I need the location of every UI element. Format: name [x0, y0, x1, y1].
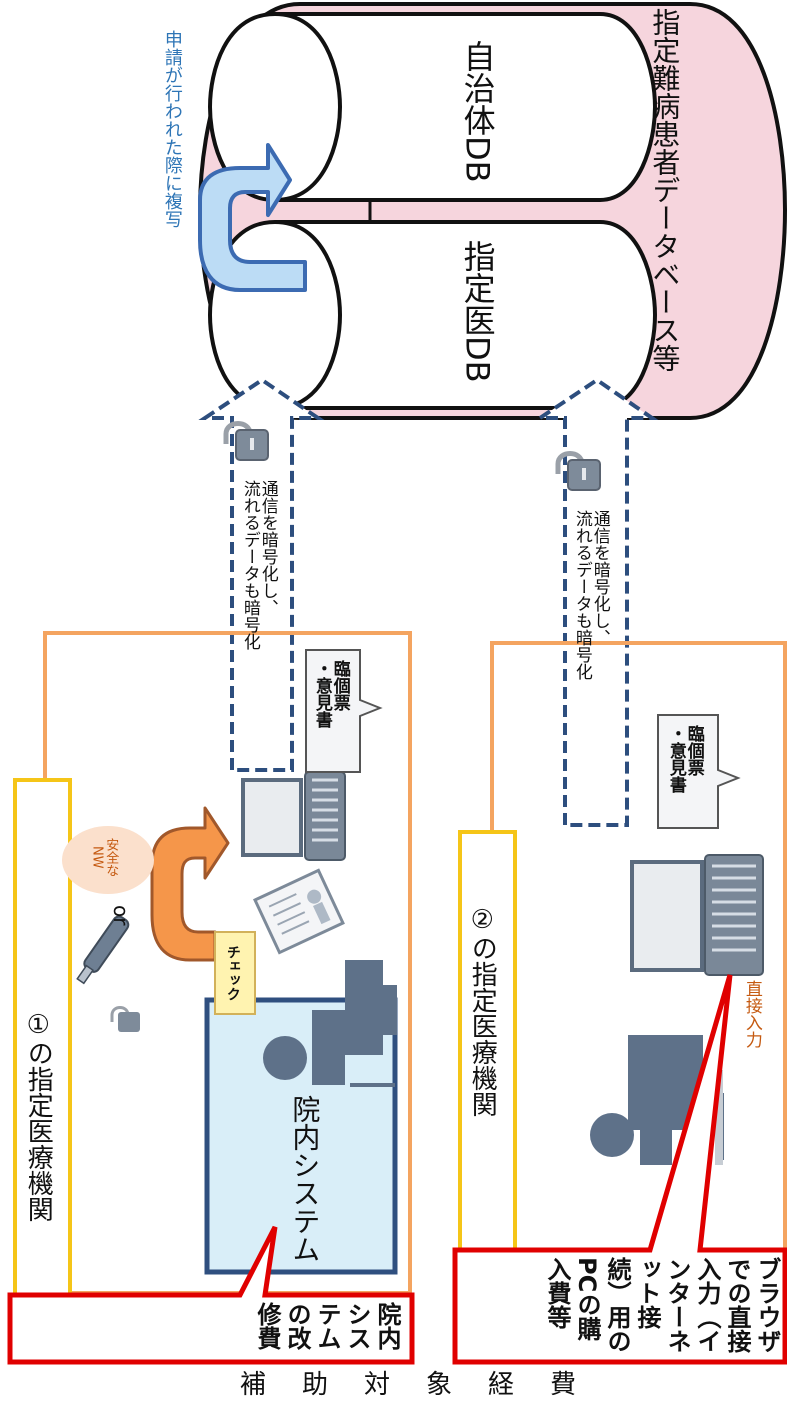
padlock-small-icon: [110, 1006, 140, 1032]
secure-network-cloud: [62, 826, 154, 894]
or-label: or: [109, 905, 133, 926]
secure-network-label: 安全な NW: [89, 838, 119, 877]
check-tag: [214, 931, 256, 1015]
clinic1-title: ①の指定医療機関: [23, 1010, 54, 1222]
document-clinic2-icon: [657, 714, 741, 829]
subsidy-callout-1: [7, 1225, 415, 1365]
doctor-at-desk-icon: [263, 960, 397, 1087]
clinic1-document-label: 臨個票 ・意見書: [311, 660, 350, 728]
clinic2-document-label: 臨個票 ・意見書: [665, 725, 704, 793]
subsidy-footer-label: 補助対象経費: [0, 1370, 787, 1422]
transfer-arrow: [150, 806, 230, 962]
padlock-icon: [555, 451, 601, 491]
db1-cylinder: [207, 220, 658, 410]
usb-stick-icon: [76, 915, 130, 985]
database-cluster: [197, 2, 787, 420]
padlock-icon: [223, 421, 269, 461]
encryption-note-1: 通信を暗号化し、 流れるデータも暗号化: [239, 480, 278, 650]
subsidy-footer-text: 補助対象経費: [240, 1370, 613, 1400]
db1-cylinder-top: [274, 220, 343, 410]
clinic1-title-tab: [13, 778, 72, 1297]
hospital-system-label: 院内システム: [288, 1095, 322, 1263]
clinic2-title: ②の指定医療機関: [467, 905, 498, 1117]
copy-arrow: [198, 143, 307, 292]
encryption-arrow-2: [533, 377, 659, 827]
subsidy-callout-1-text: 院内システムの改修費: [253, 1302, 401, 1350]
check-label: チェック: [224, 945, 241, 1001]
document-clinic1-icon: [305, 649, 383, 773]
subsidy-callout-2: [452, 974, 787, 1365]
user-at-desk-icon: [590, 1035, 724, 1165]
db2-cylinder-top: [274, 12, 343, 202]
encryption-note-2: 通信を暗号化し、 流れるデータも暗号化: [571, 510, 610, 680]
laptop-clinic1-icon: [241, 771, 346, 861]
db-outer-label: 指定難病患者データベース等: [648, 8, 682, 372]
subsidy-callout-2-text: ブラウザでの直接入力（インターネット接続）用のPCの購入費等: [543, 1257, 781, 1353]
xray-document-icon: [253, 868, 345, 955]
laptop-clinic2-icon: [630, 854, 764, 976]
copy-note: 申請が行われた際に複写: [161, 30, 183, 228]
db1-label: 指定医DB: [458, 240, 497, 383]
encryption-arrow-1: [198, 377, 325, 772]
direct-input-label: 直接入力: [741, 980, 762, 1048]
clinic2-title-tab: [458, 830, 517, 1296]
db2-label: 自治体DB: [458, 40, 497, 183]
